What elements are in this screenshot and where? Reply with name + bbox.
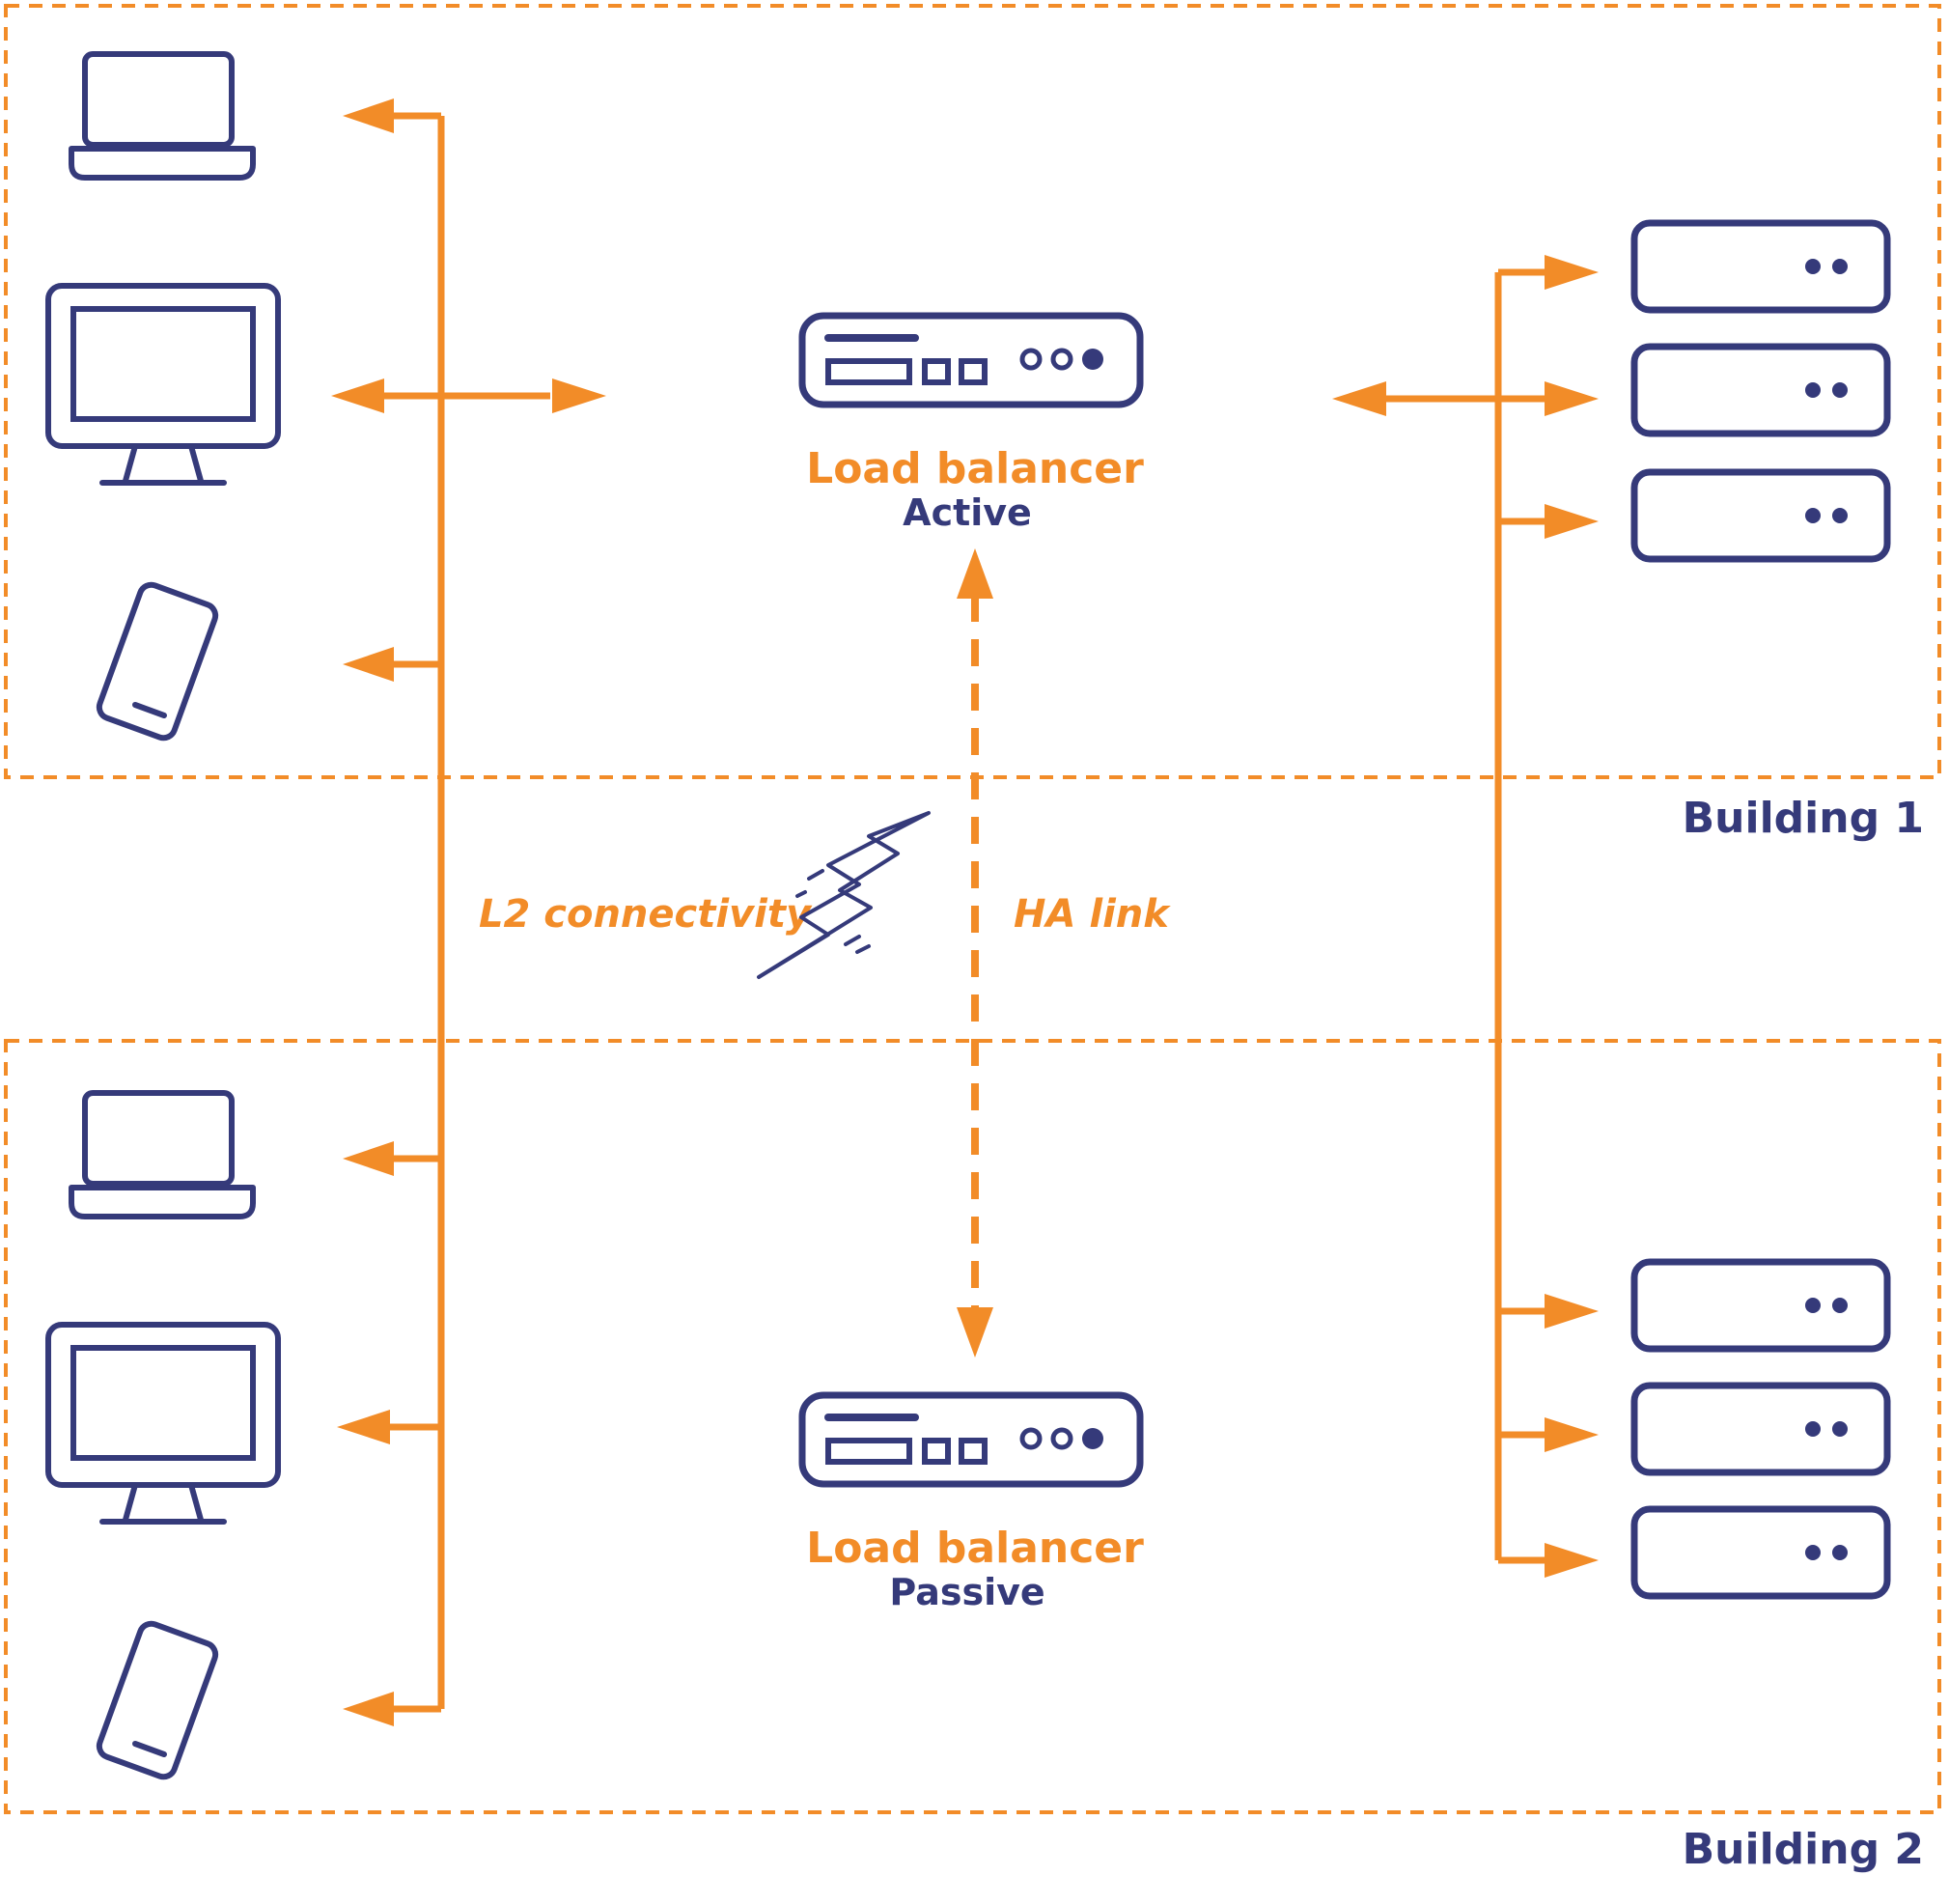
server-group-building-1 xyxy=(1634,223,1887,559)
arrow-head xyxy=(343,1141,394,1176)
building-2-zone xyxy=(4,1039,1941,1814)
load-balancer-passive-icon xyxy=(802,1395,1140,1484)
building-1-label: Building 1 xyxy=(1683,794,1924,843)
arrow-head xyxy=(1545,1543,1599,1578)
lightning-bolt-icon xyxy=(757,811,931,979)
arrow-head xyxy=(343,98,394,133)
arrow-head xyxy=(337,1410,390,1444)
client-devices-building-2 xyxy=(48,1093,278,1780)
load-balancer-passive-title: Load balancer xyxy=(806,1524,1144,1573)
arrow-head xyxy=(1545,504,1599,539)
ha-link-connector xyxy=(957,548,993,1358)
arrow-head xyxy=(343,1692,394,1726)
server-icon xyxy=(1634,223,1887,310)
client-network-bus xyxy=(331,98,606,1726)
laptop-icon xyxy=(71,1093,253,1217)
arrow-head xyxy=(552,378,606,413)
smartphone-icon xyxy=(97,1620,219,1779)
arrow-head xyxy=(1545,381,1599,416)
arrow-head xyxy=(331,378,384,413)
desktop-monitor-icon xyxy=(48,1325,278,1522)
arrow-head xyxy=(1545,1294,1599,1329)
load-balancer-active-title: Load balancer xyxy=(806,444,1144,493)
smartphone-icon xyxy=(97,581,219,741)
server-icon xyxy=(1634,472,1887,559)
client-devices-building-1 xyxy=(48,54,278,742)
server-icon xyxy=(1634,1262,1887,1349)
server-icon xyxy=(1634,1386,1887,1472)
l2-connectivity-label: L2 connectivity xyxy=(479,892,813,937)
arrow-head xyxy=(343,647,394,682)
load-balancer-active-state: Active xyxy=(903,491,1032,534)
building-2-label: Building 2 xyxy=(1683,1825,1924,1874)
load-balancer-active-icon xyxy=(802,316,1140,405)
ha-link-label: HA link xyxy=(1014,892,1171,937)
laptop-icon xyxy=(71,54,253,178)
arrow-head xyxy=(957,548,993,599)
arrow-head xyxy=(1545,255,1599,290)
arrow-head xyxy=(1332,381,1386,416)
server-icon xyxy=(1634,1509,1887,1596)
desktop-monitor-icon xyxy=(48,286,278,483)
server-group-building-2 xyxy=(1634,1262,1887,1596)
server-network-bus xyxy=(1332,255,1599,1578)
load-balancer-passive-state: Passive xyxy=(889,1571,1044,1613)
arrow-head xyxy=(1545,1417,1599,1452)
arrow-head xyxy=(957,1307,993,1358)
server-icon xyxy=(1634,347,1887,434)
